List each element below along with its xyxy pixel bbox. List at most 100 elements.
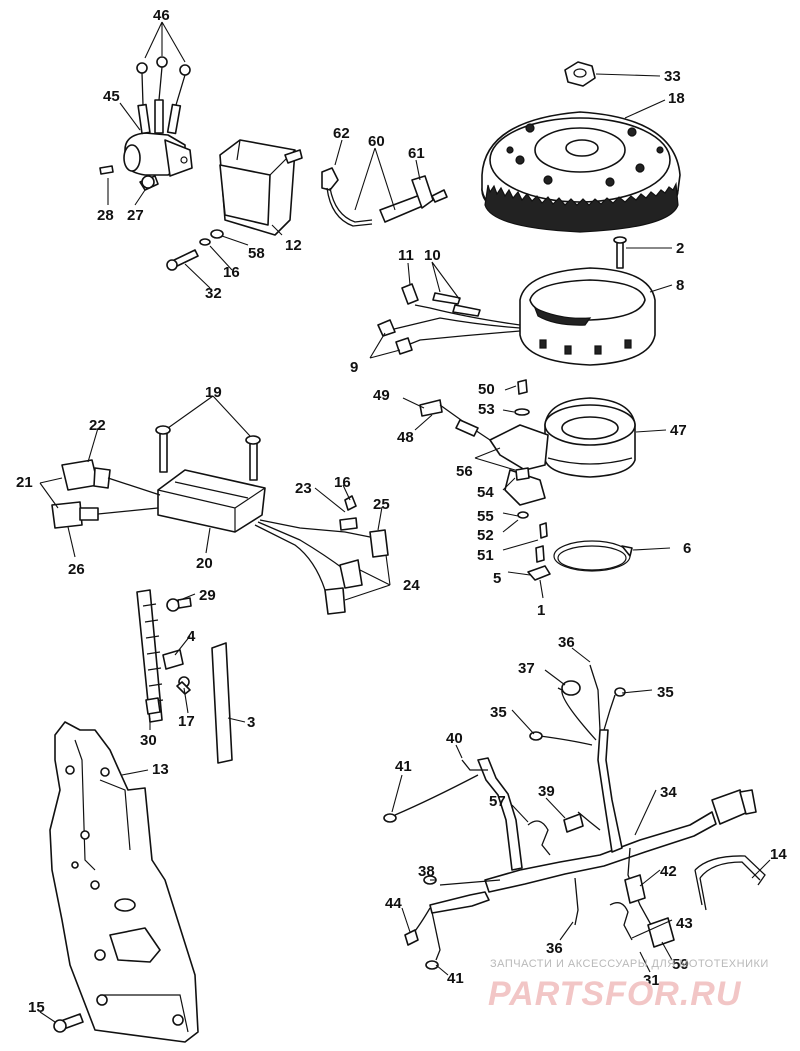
callout-8: 8 xyxy=(676,277,684,294)
callout-61: 61 xyxy=(408,145,425,162)
callout-10: 10 xyxy=(424,247,441,264)
callout-25: 25 xyxy=(373,496,390,513)
harness-terminals xyxy=(383,680,675,970)
callout-2: 2 xyxy=(676,240,684,257)
callout-33: 33 xyxy=(664,68,681,85)
callout-39: 39 xyxy=(538,783,555,800)
solenoid-screws xyxy=(99,165,159,191)
callout-30: 30 xyxy=(140,732,157,749)
timer-base xyxy=(489,397,636,506)
watermark-tagline: ЗАПЧАСТИ И АКСЕССУАРЫ ДЛЯ МОТОТЕХНИКИ xyxy=(490,958,769,970)
callout-52: 52 xyxy=(477,527,494,544)
callout-12: 12 xyxy=(285,237,302,254)
callout-36-bottom: 36 xyxy=(546,940,563,957)
power-pack xyxy=(157,469,266,533)
callout-9: 9 xyxy=(350,359,358,376)
callout-26: 26 xyxy=(68,561,85,578)
sensor-lead xyxy=(419,399,491,441)
coil-mounting-hardware xyxy=(166,229,224,271)
callout-16-coil: 16 xyxy=(223,264,240,281)
callout-60: 60 xyxy=(368,133,385,150)
callout-labels: 46 45 28 27 62 60 61 12 58 16 32 33 18 2… xyxy=(16,7,787,1016)
callout-18: 18 xyxy=(668,90,685,107)
callout-53: 53 xyxy=(478,401,495,418)
wiring-harness xyxy=(429,729,757,914)
callout-41-top: 41 xyxy=(395,758,412,775)
retainer-clip xyxy=(527,545,551,581)
callout-5: 5 xyxy=(493,570,501,587)
callout-28: 28 xyxy=(97,207,114,224)
ignition-coil xyxy=(219,139,303,236)
callout-57: 57 xyxy=(489,793,506,810)
callout-24: 24 xyxy=(403,577,420,594)
power-pack-leads xyxy=(254,495,389,615)
callout-45: 45 xyxy=(103,88,120,105)
power-pack-connectors xyxy=(51,459,161,529)
callout-22: 22 xyxy=(89,417,106,434)
watermark: ЗАПЧАСТИ И АКСЕССУАРЫ ДЛЯ МОТОТЕХНИКИ PA… xyxy=(488,958,769,1013)
leader-lines xyxy=(39,21,771,1023)
callout-16-pack: 16 xyxy=(334,474,351,491)
callout-1: 1 xyxy=(537,602,545,619)
callout-32: 32 xyxy=(205,285,222,302)
callout-14: 14 xyxy=(770,846,787,863)
callout-38: 38 xyxy=(418,863,435,880)
timer-hardware xyxy=(514,379,548,539)
callout-13: 13 xyxy=(152,761,169,778)
callout-55: 55 xyxy=(477,508,494,525)
stator-screw xyxy=(613,236,627,269)
callout-34: 34 xyxy=(660,784,677,801)
callout-21: 21 xyxy=(16,474,33,491)
stator-leads xyxy=(377,283,521,355)
callout-40: 40 xyxy=(446,730,463,747)
callout-54: 54 xyxy=(477,484,494,501)
callout-46: 46 xyxy=(153,7,170,24)
callout-41-bottom: 41 xyxy=(447,970,464,987)
callout-19: 19 xyxy=(205,384,222,401)
callout-49: 49 xyxy=(373,387,390,404)
callout-44: 44 xyxy=(385,895,402,912)
callout-6: 6 xyxy=(683,540,691,557)
spark-plug-leads xyxy=(321,167,448,227)
harness-branch-leads xyxy=(394,664,656,961)
callout-4: 4 xyxy=(187,628,196,645)
retaining-ring xyxy=(553,540,633,572)
terminal-hardware xyxy=(162,597,192,695)
callout-37: 37 xyxy=(518,660,535,677)
callout-17: 17 xyxy=(178,713,195,730)
callout-50: 50 xyxy=(478,381,495,398)
callout-31: 31 xyxy=(643,972,660,989)
terminal-block xyxy=(136,589,164,723)
callout-29: 29 xyxy=(199,587,216,604)
callout-36-top: 36 xyxy=(558,634,575,651)
flywheel xyxy=(481,111,681,233)
starter-solenoid xyxy=(123,56,193,177)
callout-20: 20 xyxy=(196,555,213,572)
callout-3: 3 xyxy=(247,714,255,731)
callout-15: 15 xyxy=(28,999,45,1016)
flywheel-nut xyxy=(564,61,596,87)
callout-62: 62 xyxy=(333,125,350,142)
wire-clips xyxy=(527,820,633,941)
callout-11: 11 xyxy=(398,247,414,264)
electrical-bracket xyxy=(49,721,199,1043)
callout-48: 48 xyxy=(397,429,414,446)
power-pack-screws xyxy=(155,425,261,481)
callout-47: 47 xyxy=(670,422,687,439)
callout-27: 27 xyxy=(127,207,144,224)
stator xyxy=(519,267,656,366)
watermark-logo: PARTSFOR.RU xyxy=(488,975,742,1013)
callout-58: 58 xyxy=(248,245,265,262)
callout-35-left: 35 xyxy=(490,704,507,721)
battery-cable-bracket xyxy=(694,855,766,911)
callout-42: 42 xyxy=(660,863,677,880)
rubber-strip xyxy=(211,642,233,764)
callout-23: 23 xyxy=(295,480,312,497)
bracket-screw xyxy=(53,1013,84,1033)
callout-43: 43 xyxy=(676,915,693,932)
callout-35-right: 35 xyxy=(657,684,674,701)
callout-56: 56 xyxy=(456,463,473,480)
callout-59: 59 xyxy=(672,956,689,973)
